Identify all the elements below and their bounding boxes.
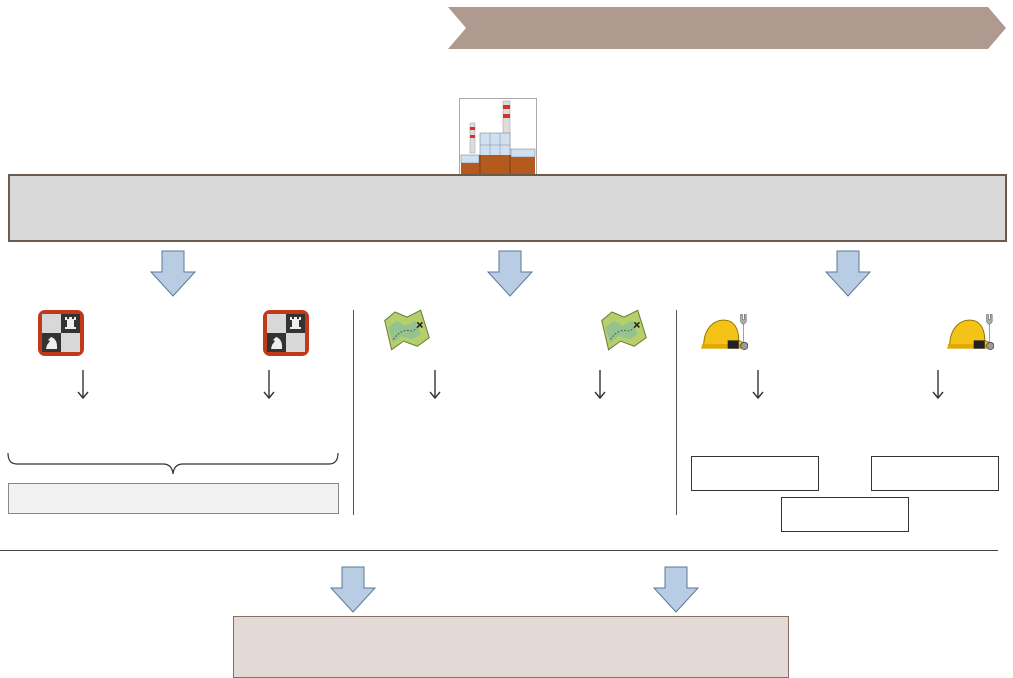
hard-hat-wrench-icon (946, 314, 994, 350)
column-3-output-box-1 (691, 456, 819, 491)
down-arrow-bottom-1 (330, 566, 376, 613)
small-down-arrow (932, 370, 944, 400)
treasure-map-icon (601, 309, 647, 351)
down-arrow-bottom-2 (653, 566, 699, 613)
small-down-arrow (263, 370, 275, 400)
down-arrow-2 (487, 250, 533, 297)
main-process-box (8, 174, 1007, 242)
down-arrow-1 (150, 250, 196, 297)
small-down-arrow (77, 370, 89, 400)
down-arrow-3 (825, 250, 871, 297)
factory-icon (459, 98, 537, 176)
final-result-box (233, 616, 789, 678)
small-down-arrow (429, 370, 441, 400)
column-1-result-box (8, 483, 339, 514)
column-divider-1 (353, 310, 354, 515)
hard-hat-wrench-icon (700, 314, 748, 350)
banner-arrow (448, 7, 1006, 49)
column-3-output-box-2 (871, 456, 999, 491)
column-3-output-box-3 (781, 497, 909, 532)
grouping-brace (7, 452, 339, 475)
section-divider (0, 550, 998, 551)
treasure-map-icon (384, 309, 430, 351)
chess-board-icon (263, 310, 309, 356)
small-down-arrow (752, 370, 764, 400)
chess-board-icon (38, 310, 84, 356)
small-down-arrow (594, 370, 606, 400)
column-divider-2 (676, 310, 677, 515)
